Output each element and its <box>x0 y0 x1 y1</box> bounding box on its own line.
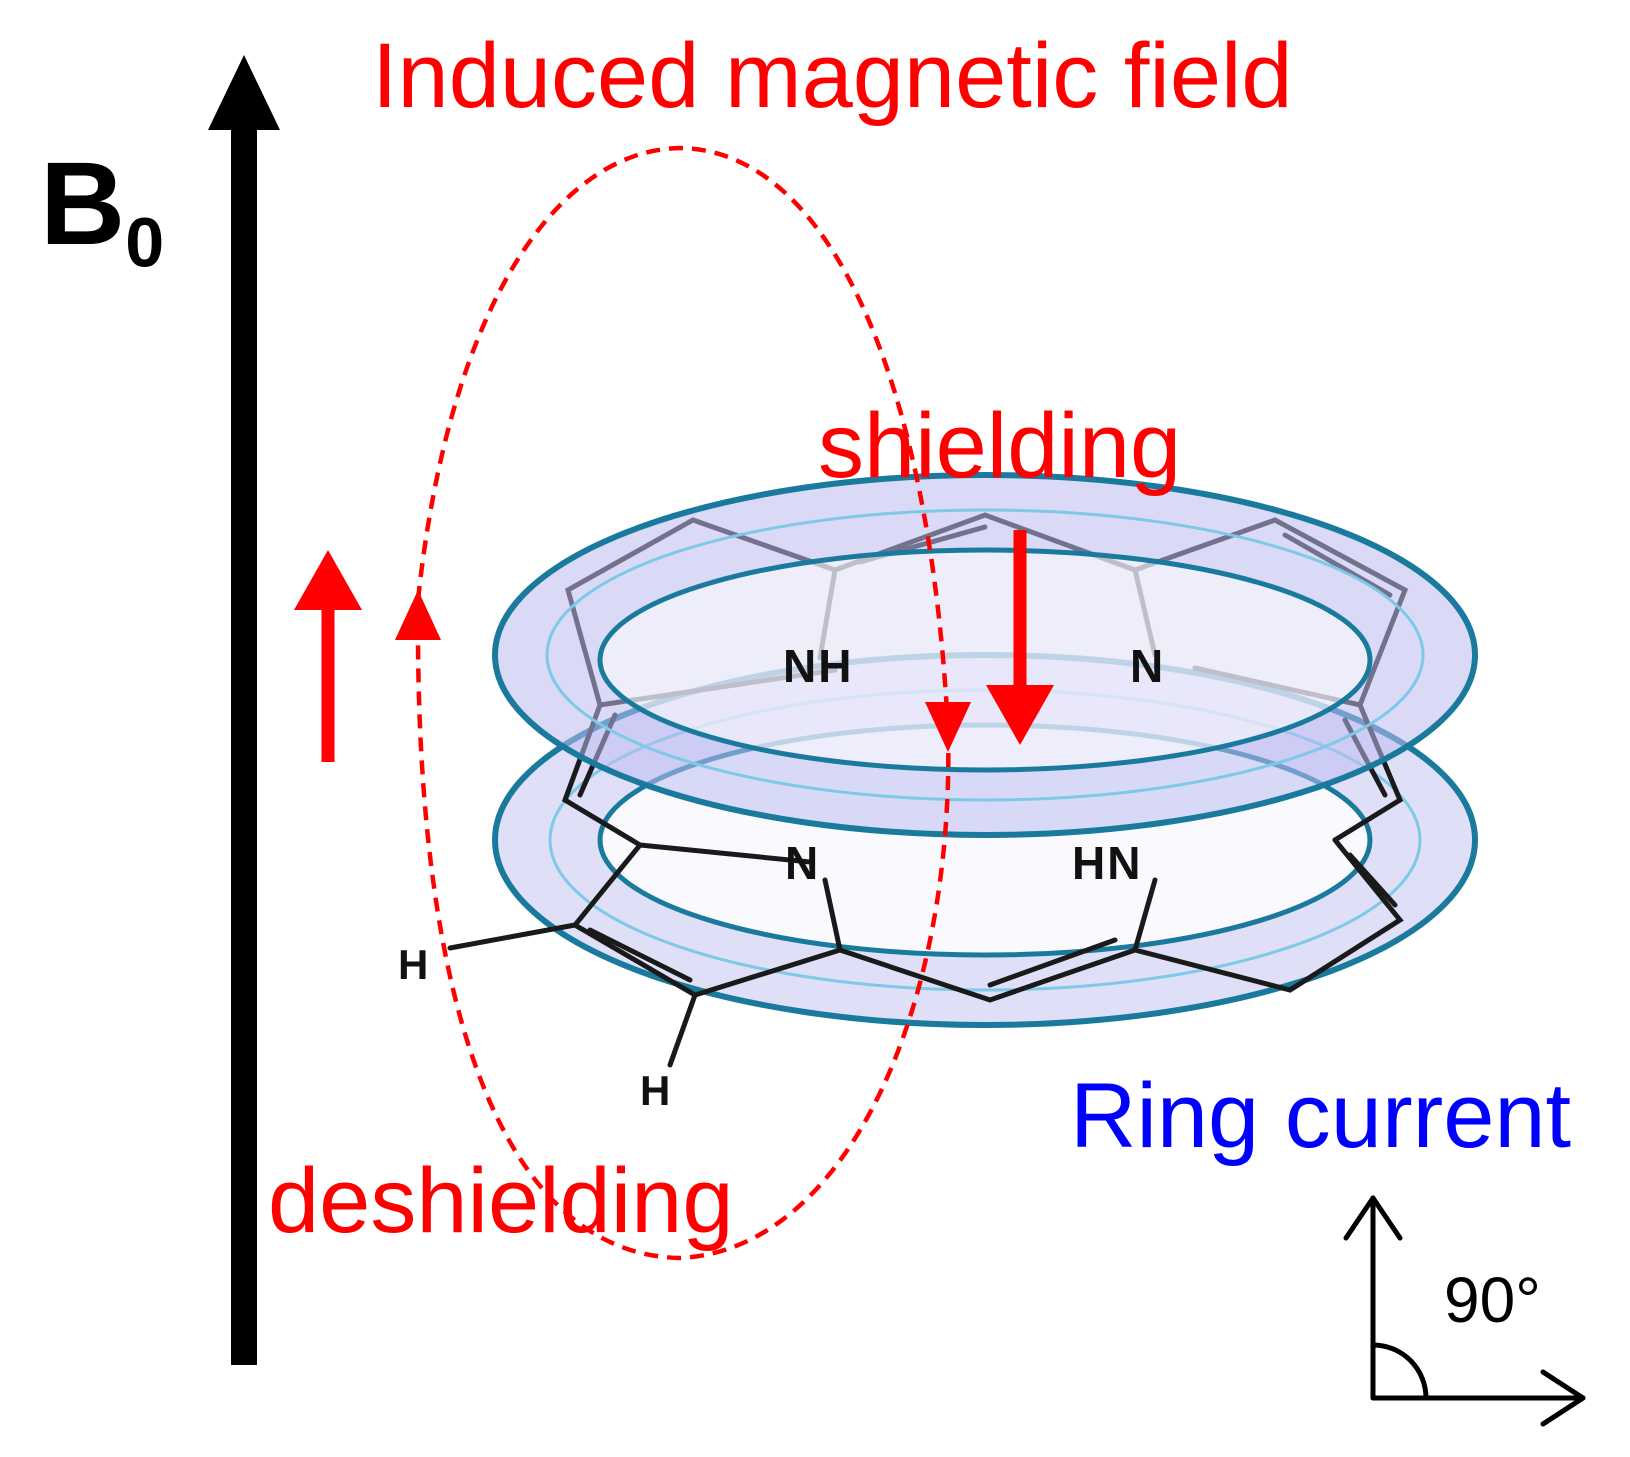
shielding-arrow <box>986 530 1054 745</box>
deshielding-label: deshielding <box>268 1150 734 1252</box>
induced-field-loop <box>415 145 951 1261</box>
atom-h-upper: H <box>398 941 429 988</box>
atom-nh: NH <box>783 640 854 692</box>
induced-magnetic-field-title: Induced magnetic field <box>372 25 1293 127</box>
atom-h-lower: H <box>640 1067 671 1114</box>
field-loop-arrowhead-down <box>925 702 971 752</box>
field-loop-arrowhead-up <box>395 590 441 640</box>
b0-main: B <box>40 138 126 270</box>
angle-label: 90° <box>1444 1264 1541 1336</box>
b0-field-label: B0 <box>40 145 164 277</box>
right-angle-axes <box>1343 1195 1586 1427</box>
atom-n-left: N <box>785 837 819 889</box>
upper-ring-current-torus <box>492 472 1478 838</box>
b0-subscript: 0 <box>125 203 165 282</box>
ring-current-label: Ring current <box>1070 1065 1572 1167</box>
b0-field-arrow <box>208 55 280 1365</box>
shielding-label: shielding <box>818 395 1182 497</box>
atom-n-right: N <box>1130 640 1164 692</box>
deshielding-arrow <box>294 550 362 762</box>
atom-hn: HN <box>1072 837 1143 889</box>
